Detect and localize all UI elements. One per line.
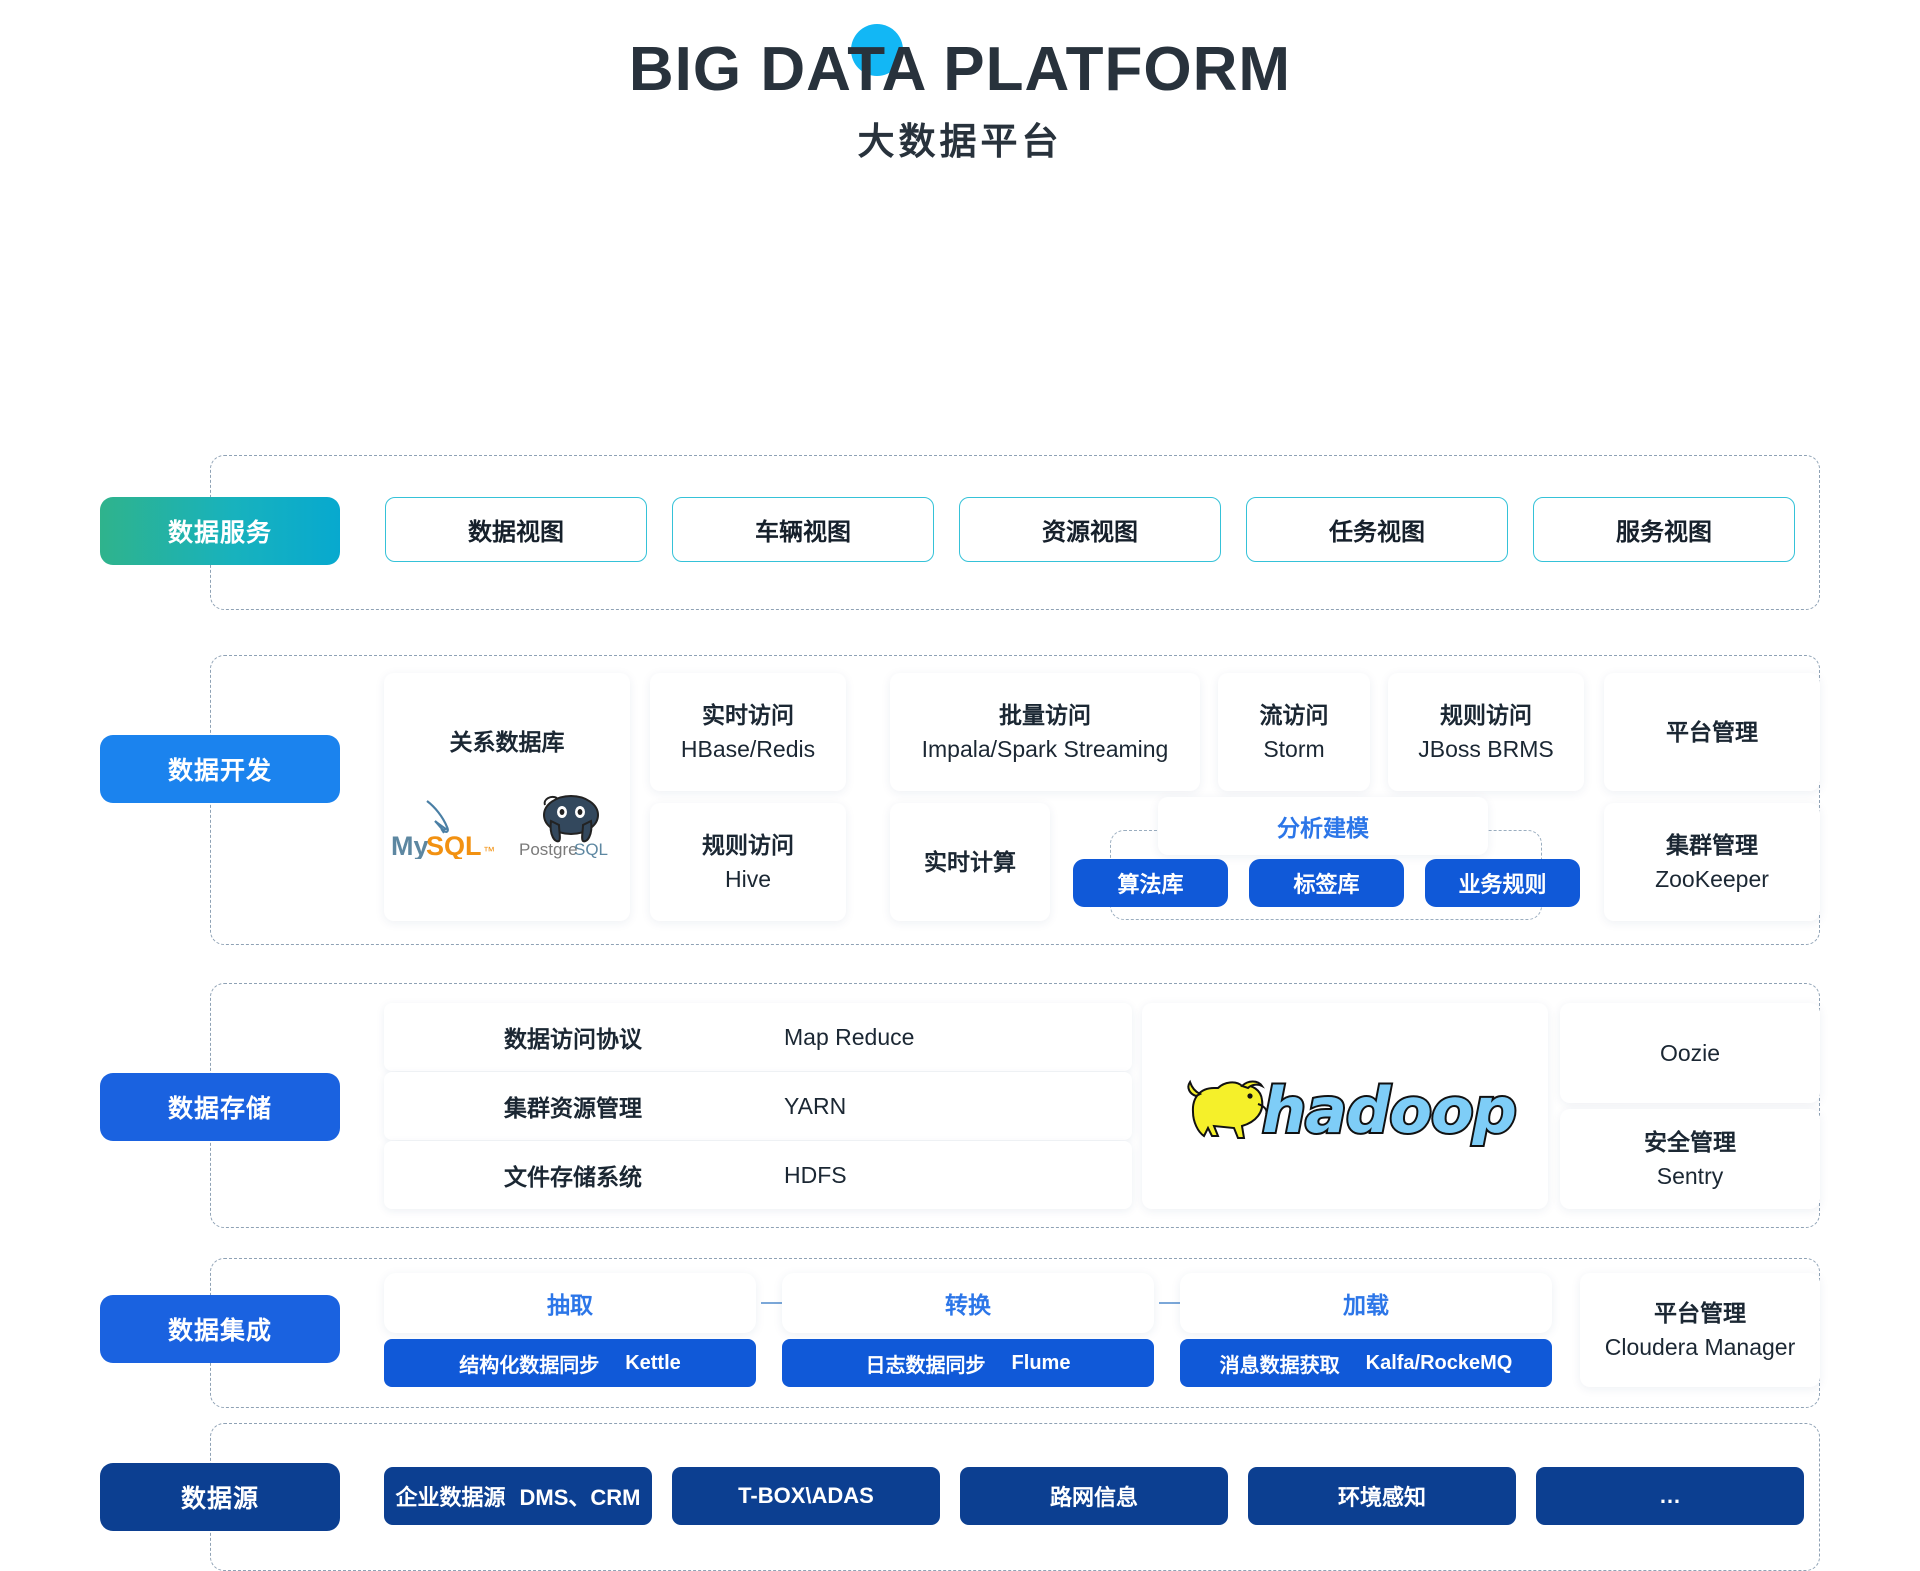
page-title-cn: 大数据平台 — [857, 121, 1063, 163]
layer-badge-data-source[interactable]: 数据源 — [100, 1463, 340, 1532]
card-subtitle: ZooKeeper — [1655, 866, 1769, 893]
card-subtitle: JBoss BRMS — [1418, 736, 1554, 763]
card-cluster-management[interactable]: 集群管理 ZooKeeper — [1604, 803, 1820, 922]
view-box-data[interactable]: 数据视图 — [385, 497, 647, 563]
mysql-logo-icon: My SQL ™ — [391, 800, 495, 859]
svg-text:Postgre: Postgre — [519, 840, 578, 859]
etl-bar-extract[interactable]: 结构化数据同步 Kettle — [384, 1339, 756, 1388]
pill-algorithm-library[interactable]: 算法库 — [1073, 859, 1228, 908]
etl-bar-label: 日志数据同步 — [865, 1354, 986, 1377]
layer-badge-data-service[interactable]: 数据服务 — [100, 497, 340, 566]
view-box-resource[interactable]: 资源视图 — [959, 497, 1221, 563]
card-platform-management[interactable]: 平台管理 — [1604, 673, 1820, 792]
source-road-network[interactable]: 路网信息 — [960, 1467, 1228, 1526]
modeling-label: 分析建模 — [1158, 797, 1488, 856]
card-subtitle: Storm — [1263, 736, 1325, 763]
card-title: Oozie — [1659, 1040, 1721, 1067]
card-subtitle: Sentry — [1656, 1163, 1724, 1190]
card-cloudera-manager[interactable]: 平台管理 Cloudera Manager — [1580, 1273, 1820, 1388]
card-realtime-compute[interactable]: 实时计算 — [890, 803, 1050, 922]
storage-row-resource[interactable]: 集群资源管理 YARN — [384, 1072, 1132, 1141]
svg-text:My: My — [391, 831, 429, 859]
source-more[interactable]: … — [1536, 1467, 1804, 1526]
etl-bar-label: 结构化数据同步 — [459, 1354, 600, 1377]
postgresql-logo-icon: Postgre SQL — [519, 795, 608, 859]
storage-row-value: HDFS — [784, 1161, 847, 1188]
card-rule-access[interactable]: 规则访问 JBoss BRMS — [1388, 673, 1584, 792]
view-box-vehicle[interactable]: 车辆视图 — [672, 497, 934, 563]
storage-row-key: 文件存储系统 — [504, 1164, 642, 1191]
card-title: 集群管理 — [1666, 832, 1758, 859]
card-title: 规则访问 — [1440, 702, 1532, 729]
storage-row-value: YARN — [784, 1092, 847, 1119]
hadoop-logo-icon: hadoop — [1187, 1060, 1519, 1152]
card-title: 批量访问 — [999, 702, 1091, 729]
source-environment[interactable]: 环境感知 — [1248, 1467, 1516, 1526]
card-subtitle: Impala/Spark Streaming — [921, 736, 1169, 763]
svg-text:™: ™ — [483, 844, 495, 858]
card-title: 实时计算 — [924, 849, 1016, 876]
storage-row-filesystem[interactable]: 文件存储系统 HDFS — [384, 1141, 1132, 1210]
card-title: 关系数据库 — [449, 729, 565, 756]
card-title: 规则访问 — [702, 832, 794, 859]
card-subtitle: Cloudera Manager — [1604, 1334, 1796, 1361]
svg-text:SQL: SQL — [426, 831, 482, 859]
pill-tag-library[interactable]: 标签库 — [1249, 859, 1404, 908]
card-oozie[interactable]: Oozie — [1560, 1003, 1820, 1104]
etl-head-load[interactable]: 加载 — [1180, 1273, 1552, 1334]
card-title: 实时访问 — [702, 702, 794, 729]
card-title: 平台管理 — [1654, 1300, 1746, 1327]
card-subtitle: HBase/Redis — [680, 736, 816, 763]
etl-connector-1 — [761, 1302, 789, 1305]
source-sublabel: DMS、CRM — [519, 1485, 641, 1511]
view-box-task[interactable]: 任务视图 — [1246, 497, 1508, 563]
etl-bar-tool: Flume — [1011, 1351, 1071, 1374]
source-label: 企业数据源 — [395, 1485, 506, 1511]
layer-badge-data-storage[interactable]: 数据存储 — [100, 1073, 340, 1142]
layer-badge-data-integration[interactable]: 数据集成 — [100, 1295, 340, 1364]
card-title: 平台管理 — [1666, 719, 1758, 746]
etl-bar-label: 消息数据获取 — [1219, 1354, 1340, 1377]
card-security-management[interactable]: 安全管理 Sentry — [1560, 1109, 1820, 1210]
etl-bar-tool: Kettle — [625, 1351, 681, 1374]
card-batch-access[interactable]: 批量访问 Impala/Spark Streaming — [890, 673, 1200, 792]
source-tbox-adas[interactable]: T-BOX\ADAS — [672, 1467, 940, 1526]
card-subtitle: Hive — [724, 866, 771, 893]
logo-dot-icon — [850, 24, 903, 76]
page-header: BIG DATA PLATFORM 大数据平台 — [0, 0, 1920, 165]
card-stream-access[interactable]: 流访问 Storm — [1218, 673, 1370, 792]
source-enterprise[interactable]: 企业数据源 DMS、CRM — [384, 1467, 652, 1526]
card-realtime-access[interactable]: 实时访问 HBase/Redis — [650, 673, 846, 792]
db-logo-group: My SQL ™ Postgre SQL — [391, 795, 623, 861]
pill-business-rules[interactable]: 业务规则 — [1425, 859, 1580, 908]
storage-row-protocol[interactable]: 数据访问协议 Map Reduce — [384, 1003, 1132, 1072]
hadoop-logo-card[interactable]: hadoop — [1142, 1003, 1548, 1210]
etl-head-transform[interactable]: 转换 — [782, 1273, 1154, 1334]
card-title: 安全管理 — [1644, 1129, 1736, 1156]
card-title: 流访问 — [1259, 702, 1329, 729]
etl-bar-tool: Kalfa/RockeMQ — [1365, 1351, 1513, 1374]
storage-row-key: 数据访问协议 — [504, 1026, 642, 1053]
card-relational-db[interactable]: 关系数据库 My SQL ™ — [384, 673, 630, 922]
svg-text:SQL: SQL — [574, 840, 608, 859]
view-box-service[interactable]: 服务视图 — [1533, 497, 1795, 563]
storage-row-key: 集群资源管理 — [504, 1095, 642, 1122]
layer-badge-data-development[interactable]: 数据开发 — [100, 735, 340, 804]
etl-bar-transform[interactable]: 日志数据同步 Flume — [782, 1339, 1154, 1388]
card-rule-access-hive[interactable]: 规则访问 Hive — [650, 803, 846, 922]
etl-head-extract[interactable]: 抽取 — [384, 1273, 756, 1334]
etl-connector-2 — [1159, 1302, 1187, 1305]
etl-bar-load[interactable]: 消息数据获取 Kalfa/RockeMQ — [1180, 1339, 1552, 1388]
storage-row-value: Map Reduce — [784, 1023, 915, 1050]
page-title-en: BIG DATA PLATFORM — [628, 35, 1292, 104]
page-title: BIG DATA PLATFORM — [628, 24, 1292, 104]
